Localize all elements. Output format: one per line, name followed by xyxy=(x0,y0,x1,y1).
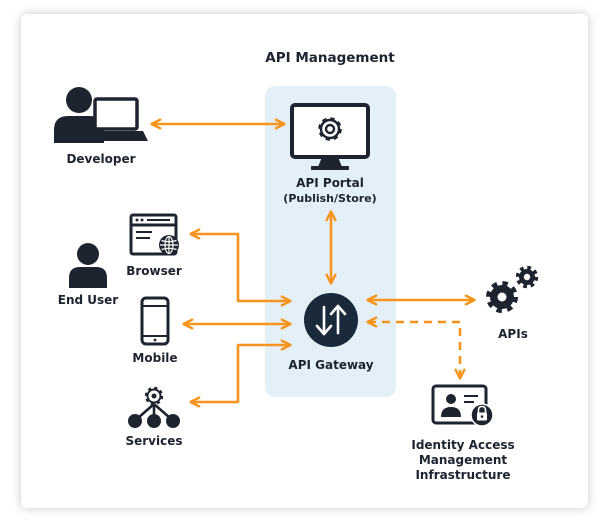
browser-label: Browser xyxy=(126,264,182,278)
arrow-services-gateway xyxy=(191,345,290,402)
developer-icon xyxy=(54,87,148,143)
iam-label-line2: Management xyxy=(419,453,508,467)
gear-icon xyxy=(318,117,342,141)
iam-label-line3: Infrastructure xyxy=(415,468,510,482)
end-user-label: End User xyxy=(58,293,119,307)
small-gear-icon xyxy=(144,386,164,406)
services-network-icon xyxy=(128,386,180,428)
mobile-label: Mobile xyxy=(132,351,177,365)
apis-label: APIs xyxy=(498,327,528,341)
id-card-lock-icon xyxy=(431,384,494,427)
gateway-arrows-icon xyxy=(304,293,358,347)
arrow-gateway-iam xyxy=(368,322,460,378)
end-user-icon xyxy=(69,243,107,288)
iam-label-line1: Identity Access xyxy=(411,438,514,452)
browser-globe-icon xyxy=(129,213,179,256)
globe-icon xyxy=(159,235,179,255)
developer-label: Developer xyxy=(66,152,135,166)
lock-icon xyxy=(470,403,494,427)
services-label: Services xyxy=(125,434,182,448)
apis-gears-icon xyxy=(486,265,539,313)
api-gateway-label: API Gateway xyxy=(288,358,373,372)
monitor-gear-icon xyxy=(290,103,370,170)
api-portal-label: API Portal xyxy=(296,176,364,190)
arrow-browser-gateway xyxy=(191,234,290,301)
api-portal-sublabel: (Publish/Store) xyxy=(283,192,376,205)
diagram-title: API Management xyxy=(265,50,395,66)
mobile-phone-icon xyxy=(140,296,170,346)
